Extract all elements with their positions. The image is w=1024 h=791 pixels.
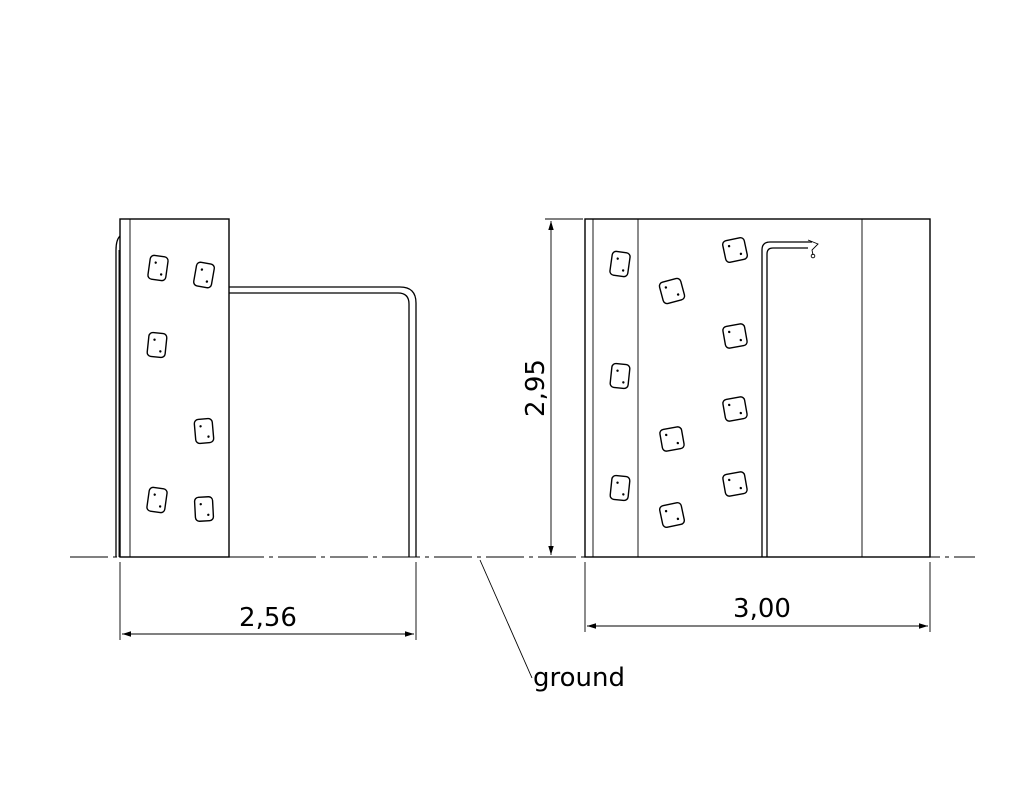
climbing-hold [658, 501, 686, 529]
ground-leader [479, 559, 533, 679]
front-pole [761, 241, 812, 557]
side-rail [115, 235, 121, 557]
climbing-hold [609, 474, 631, 502]
front-view: 2,95 3,00 [521, 218, 931, 632]
side-width-dimension: 2,56 [239, 603, 297, 633]
climbing-hold [146, 486, 168, 514]
climbing-hold [147, 254, 169, 282]
climbing-hold [659, 426, 685, 452]
climbing-hold [146, 331, 168, 359]
height-dimension: 2,95 [521, 359, 551, 417]
front-holds [609, 236, 749, 529]
climbing-hold [722, 471, 748, 497]
ground-label: ground [533, 663, 625, 693]
climbing-hold [609, 250, 631, 278]
climbing-hold [193, 417, 215, 445]
climbing-hold [721, 236, 749, 264]
side-view: 2,56 [115, 218, 417, 640]
front-width-dimension: 3,00 [733, 594, 791, 624]
climbing-hold [192, 261, 216, 289]
side-holds [146, 254, 216, 522]
climbing-hold [722, 396, 748, 422]
side-overhead-bar [229, 286, 417, 557]
climbing-hold [658, 277, 686, 305]
climbing-hold [609, 362, 631, 390]
front-panel [584, 218, 931, 558]
climbing-hold [193, 496, 215, 522]
climbing-hold [722, 323, 748, 349]
